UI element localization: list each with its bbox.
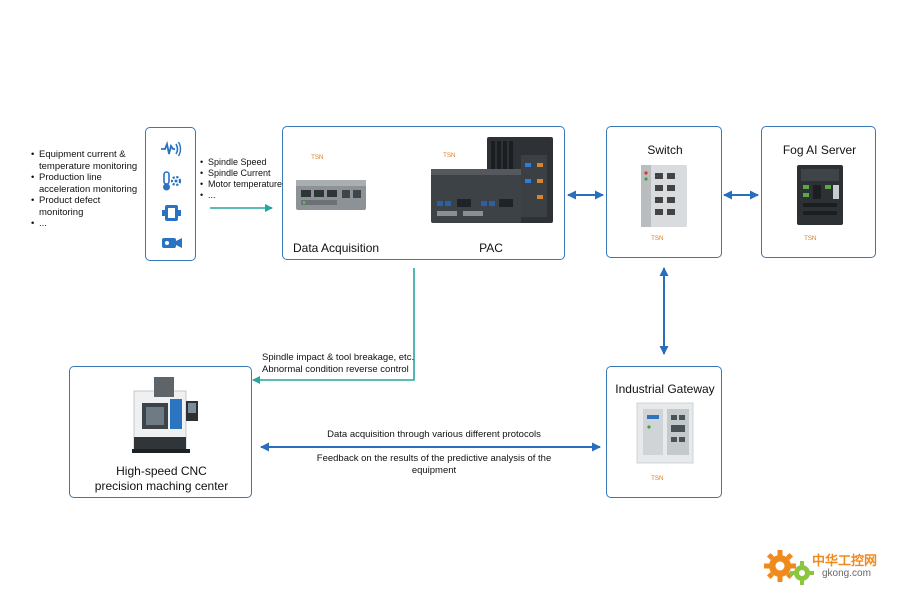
gkong-watermark: 中华工控网 gkong.com (762, 546, 892, 590)
tsn-logo: TSN (443, 152, 456, 159)
cnc-machine-box: High-speed CNC precision maching center (69, 366, 252, 498)
signal-bullet: Spindle Current (200, 168, 290, 179)
cnc-label-line-2: precision maching center (94, 479, 229, 493)
tsn-logo: TSN (804, 235, 817, 242)
sensor-bullets: Equipment current & temperature monitori… (31, 149, 145, 230)
protocols-text: Data acquisition through various differe… (327, 429, 541, 440)
fog-ai-server-box: Fog AI Server TSN (761, 126, 876, 258)
pac-label: PAC (479, 241, 503, 255)
feedback-text: Feedback on the results of the predictiv… (316, 453, 552, 476)
cnc-label: High-speed CNC precision maching center (70, 464, 253, 494)
cnc-label-line-1: High-speed CNC (116, 464, 207, 478)
data-acquisition-device-image (296, 180, 366, 210)
gear-logo-icon (764, 550, 814, 585)
sensor-bullet: Product defect monitoring (31, 195, 145, 218)
reverse-control-arrow (252, 268, 415, 384)
acceleration-sensor-icon (162, 205, 181, 221)
switch-box: Switch TSN (606, 126, 722, 258)
edge-computing-box: TSN TSN Data Acquisition PAC (282, 126, 565, 260)
signal-bullet: Motor temperature (200, 179, 290, 190)
switch-device-image (641, 165, 687, 227)
tsn-logo: TSN (311, 154, 324, 161)
gateway-device-image (636, 402, 694, 464)
sensor-bullet: Equipment current & temperature monitori… (31, 149, 145, 172)
watermark-chinese-text: 中华工控网 (812, 554, 878, 569)
pac-device-image (431, 137, 553, 223)
temperature-sensor-icon (163, 171, 182, 191)
sensor-bullet: ... (31, 218, 145, 230)
industrial-gateway-box: Industrial Gateway TSN (606, 366, 722, 498)
reverse-control-text: Spindle impact & tool breakage, etc. Abn… (262, 352, 422, 375)
cnc-machine-image (132, 377, 198, 453)
signal-bullet: Spindle Speed (200, 157, 290, 168)
reverse-control-line-2: Abnormal condition reverse control (262, 363, 409, 375)
watermark-domain-text: gkong.com (822, 568, 871, 579)
signal-bullets: Spindle Speed Spindle Current Motor temp… (200, 157, 290, 201)
sensor-bullet: Production line acceleration monitoring (31, 172, 145, 195)
vibration-sensor-icon (161, 140, 182, 157)
fog-server-device-image (797, 165, 843, 225)
sensor-icons-box (145, 127, 196, 261)
signal-bullet: ... (200, 190, 290, 201)
switch-label: Switch (647, 143, 683, 157)
tsn-logo: TSN (651, 235, 664, 242)
industrial-gateway-label: Industrial Gateway (615, 382, 715, 396)
camera-icon (162, 238, 182, 248)
reverse-control-line-1: Spindle impact & tool breakage, etc. (262, 352, 415, 363)
fog-ai-server-label: Fog AI Server (782, 143, 857, 157)
tsn-logo: TSN (651, 475, 664, 482)
data-acquisition-label: Data Acquisition (293, 241, 380, 255)
